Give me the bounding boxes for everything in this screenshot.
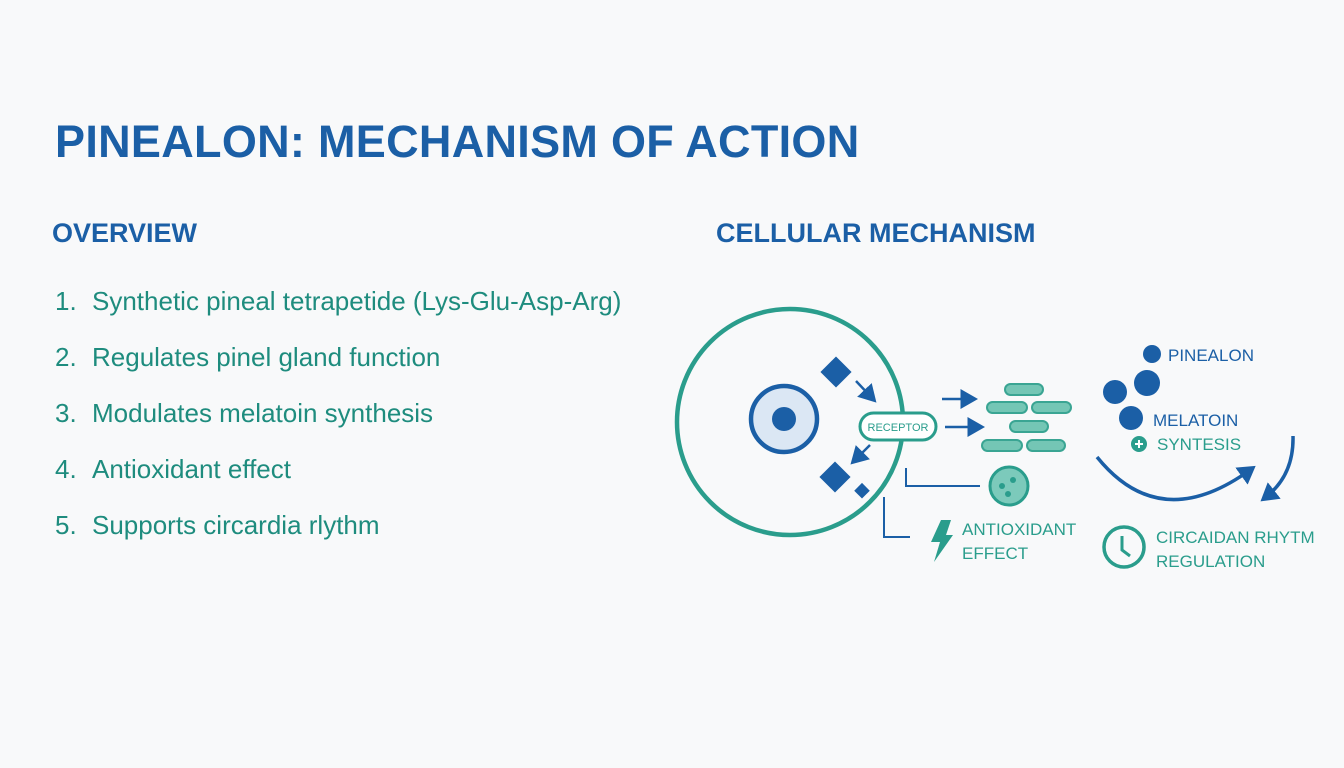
item-number: 5.: [55, 510, 77, 540]
cycle-arrow: [1095, 455, 1256, 502]
plus-icon: [1131, 436, 1147, 452]
item-number: 2.: [55, 342, 77, 372]
circadian-label-2: REGULATION: [1156, 552, 1265, 571]
overview-heading: OVERVIEW: [52, 218, 198, 248]
receptor-badge: RECEPTOR: [858, 411, 938, 442]
melatoin-label: MELATOIN: [1153, 411, 1238, 430]
synthesis-label: SYNTESIS: [1157, 435, 1241, 454]
nucleus-icon: [748, 383, 820, 455]
item-text: Modulates melatoin synthesis: [92, 398, 434, 428]
circadian-label: CIRCAIDAN RHYTM: [1156, 528, 1315, 547]
list-item: 4. Antioxidant effect: [55, 451, 621, 507]
list-item: 1. Synthetic pineal tetrapetide (Lys-Glu-…: [55, 283, 621, 339]
item-text: Supports circardia rlythm: [92, 510, 380, 540]
peptide-diamond-small: [854, 482, 870, 499]
mechanism-heading: CELLULAR MECHANISM: [716, 218, 1036, 248]
list-item: 3. Modulates melatoin synthesis: [55, 395, 621, 451]
molecule-dots-icon: [1103, 345, 1161, 430]
signal-molecules-icon: [981, 383, 1072, 452]
arrow-icon: [855, 380, 877, 403]
antioxidant-label-2: EFFECT: [962, 544, 1028, 563]
antioxidant-label: ANTIOXIDANT: [962, 520, 1076, 539]
pinealon-label: PINEALON: [1168, 346, 1254, 365]
item-text: Antioxidant effect: [92, 454, 291, 484]
item-number: 3.: [55, 398, 77, 428]
item-number: 4.: [55, 454, 77, 484]
peptide-diamond: [819, 461, 851, 493]
vesicle-icon: [988, 465, 1030, 507]
page-title: PINEALON: MECHANISM OF ACTION: [55, 116, 860, 167]
arrow-icon: [850, 444, 871, 465]
item-text: Regulates pinel gland function: [92, 342, 441, 372]
connector-line: [905, 468, 980, 487]
cycle-arrow: [1260, 435, 1295, 502]
item-text: Synthetic pineal tetrapetide (Lys-Glu-As…: [92, 286, 622, 316]
connector-line: [883, 497, 910, 538]
list-item: 2. Regulates pinel gland function: [55, 339, 621, 395]
peptide-diamond: [820, 356, 852, 388]
list-item: 5. Supports circardia rlythm: [55, 507, 621, 563]
receptor-label: RECEPTOR: [868, 422, 929, 434]
item-number: 1.: [55, 286, 77, 316]
lightning-icon: [931, 520, 953, 562]
clock-icon: [1102, 525, 1146, 569]
overview-list: 1. Synthetic pineal tetrapetide (Lys-Glu-…: [55, 283, 621, 563]
